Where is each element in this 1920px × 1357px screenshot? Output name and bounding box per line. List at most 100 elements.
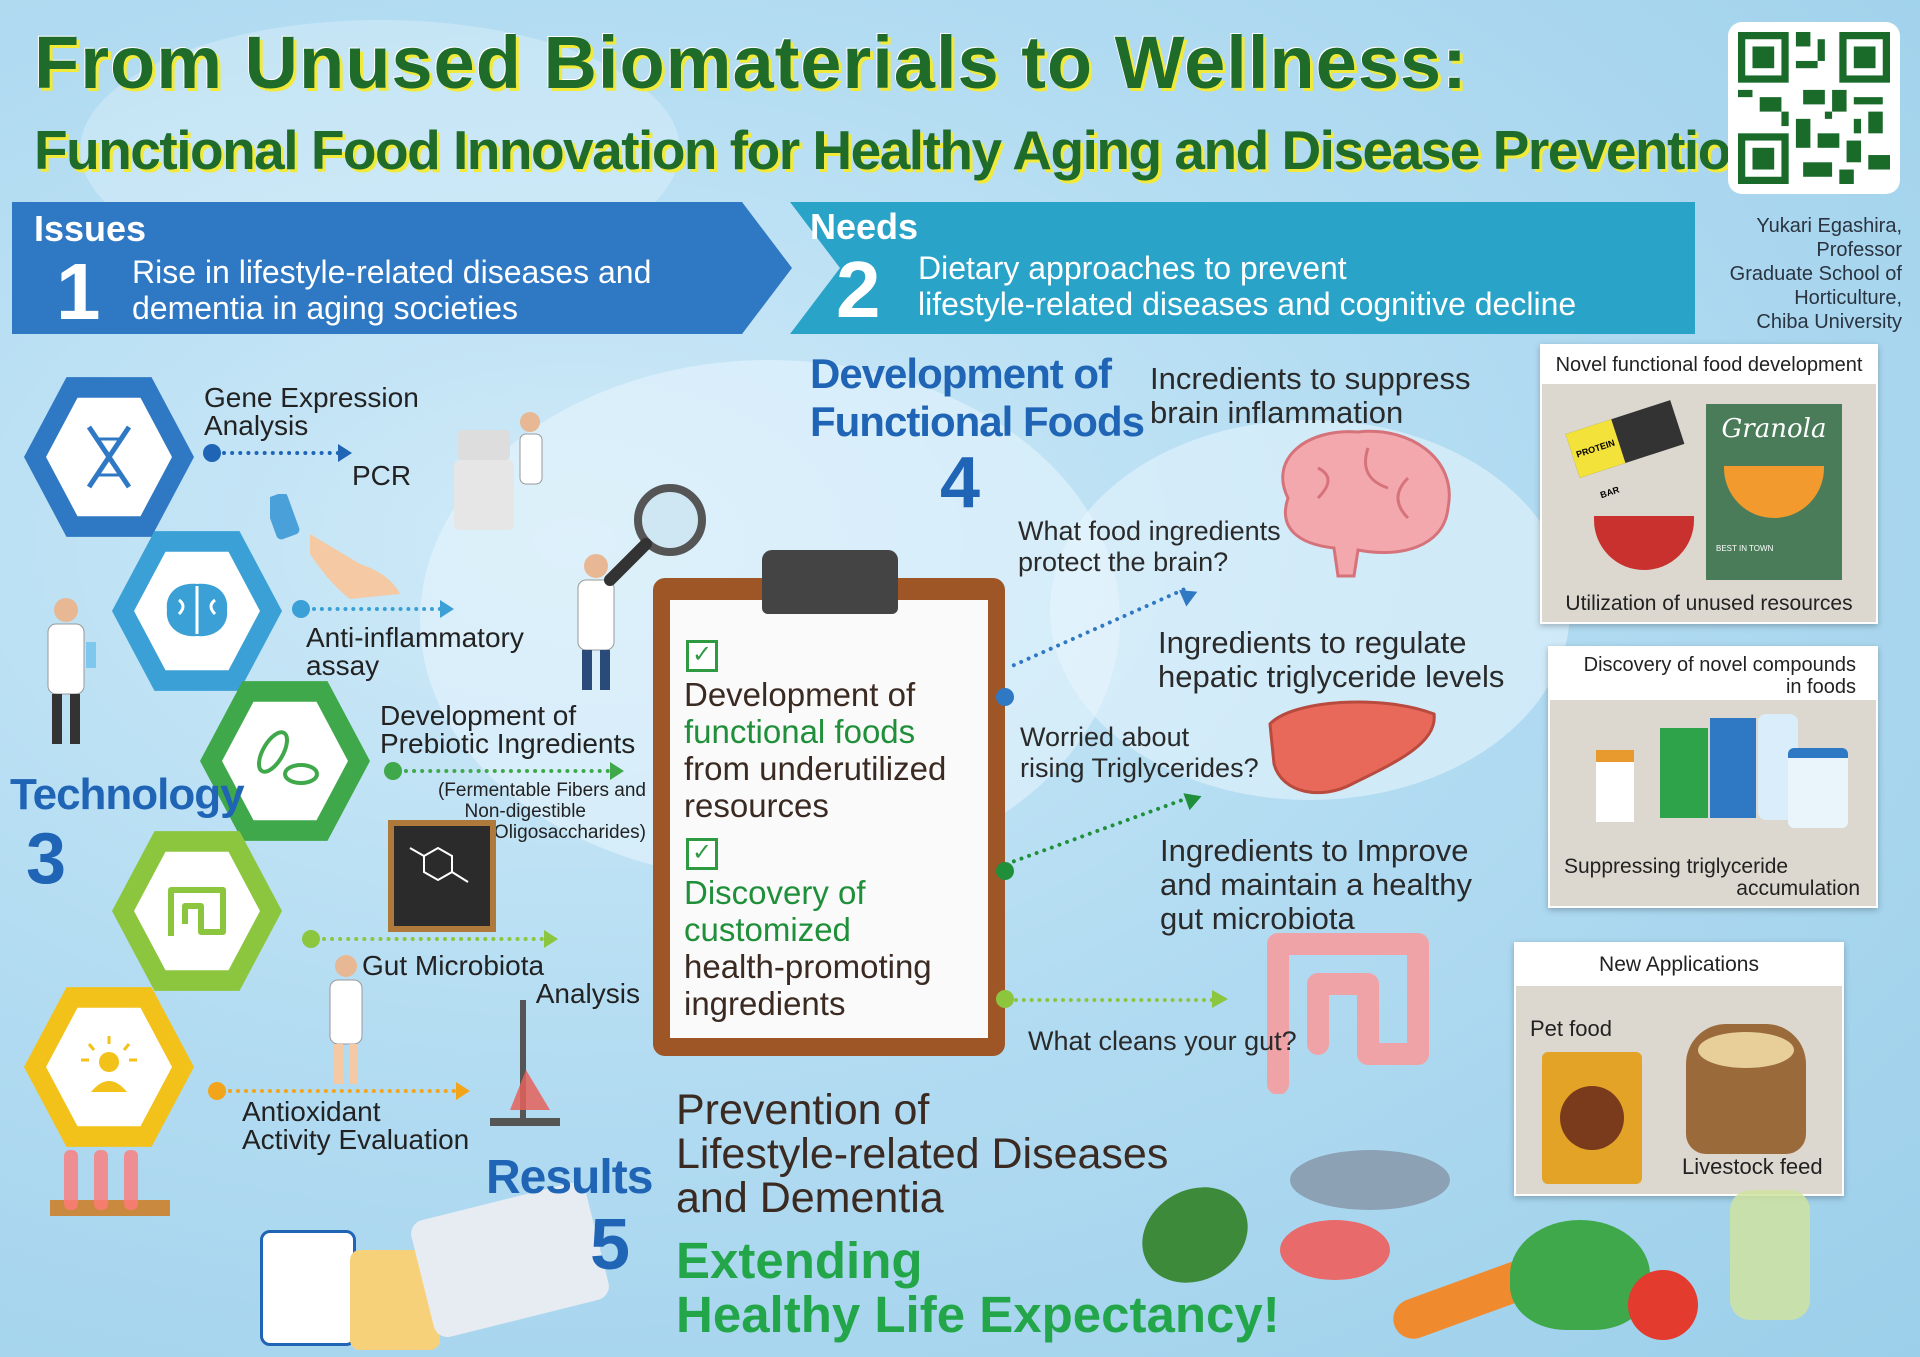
- pet-food-label: Pet food: [1530, 1016, 1612, 1041]
- clipboard-clamp: [762, 550, 898, 614]
- cereal-bowl-illustration: [1594, 516, 1694, 570]
- brain-question: What food ingredients protect the brain?: [1018, 516, 1281, 578]
- connector-line: [222, 451, 340, 455]
- poster-title: From Unused Biomaterials to Wellness:: [34, 21, 1468, 104]
- needs-text: Dietary approaches to prevent lifestyle-…: [918, 250, 1576, 322]
- development-heading: Development of Functional Foods: [810, 350, 1145, 446]
- prebiotic-note: (Fermentable Fibers and Non-digestible O…: [400, 780, 646, 843]
- liver-question-line2: rising Triglycerides?: [1020, 753, 1259, 783]
- prebiotic-note-line1: (Fermentable Fibers and: [437, 780, 646, 801]
- gene-expression-label: Gene Expression Analysis: [204, 384, 419, 440]
- panel-2-heading: Discovery of novel compounds in foods: [1550, 648, 1876, 700]
- chalkboard-illustration: [388, 820, 496, 932]
- needs-label: Needs: [810, 206, 919, 247]
- panel-1-footer: Utilization of unused resources: [1565, 592, 1853, 615]
- clipboard-paper: [670, 600, 988, 1038]
- panel-new-applications: New Applications Pet food Livestock feed: [1514, 942, 1844, 1196]
- prebiotic-note-line3: Oligosaccharides): [493, 822, 646, 843]
- prebiotic-note-line2: Non-digestible: [464, 801, 586, 822]
- clipboard-item-1-line1: Development of: [684, 676, 916, 713]
- dna-icon: [86, 425, 132, 489]
- clipboard-item-1-line4: resources: [684, 787, 829, 824]
- person-sun-icon: [81, 1036, 137, 1092]
- connector-dot: [996, 862, 1014, 880]
- results-line2: Lifestyle-related Diseases: [676, 1130, 1169, 1178]
- connector-arrow-icon: [610, 762, 624, 780]
- liver-target-line1: Ingredients to regulate: [1158, 625, 1467, 660]
- feed-sack-illustration: [1686, 1024, 1806, 1154]
- author-affiliation-3: Chiba University: [1756, 311, 1902, 333]
- liver-target-line2: hepatic triglyceride levels: [1158, 659, 1505, 694]
- connector-dot: [384, 762, 402, 780]
- development-heading-line2: Functional Foods: [810, 398, 1145, 445]
- connector-line: [1014, 998, 1214, 1002]
- drink-carton-illustration: [1710, 718, 1756, 818]
- issues-text-line2: dementia in aging societies: [132, 290, 519, 326]
- issues-number: 1: [56, 247, 101, 336]
- results-highlight-line1: Extending: [676, 1232, 923, 1289]
- development-number: 4: [940, 443, 981, 523]
- lab-equipment-illustration: [454, 412, 543, 530]
- granola-badge: BEST IN TOWN: [1716, 544, 1774, 553]
- antioxidant-line2: Activity Evaluation: [242, 1124, 470, 1155]
- gut-question: What cleans your gut?: [1028, 1026, 1297, 1056]
- results-text: Prevention of Lifestyle-related Diseases…: [676, 1088, 1168, 1220]
- brain-icon: [166, 583, 228, 637]
- liver-question: Worried about rising Triglycerides?: [1020, 722, 1259, 784]
- pet-food-bag-illustration: [1542, 1052, 1642, 1184]
- scientist-illustration: [47, 598, 96, 744]
- clipboard-item-2-line1: Discovery of: [684, 874, 866, 911]
- clipboard-item-2-line4: ingredients: [684, 985, 846, 1022]
- connector-dot: [203, 444, 221, 462]
- gut-target-line1: Ingredients to Improve: [1160, 833, 1469, 868]
- panel-novel-compounds: Discovery of novel compounds in foods Su…: [1548, 646, 1878, 908]
- brain-illustration: [1281, 429, 1451, 578]
- gut-target-line2: and maintain a healthy: [1160, 867, 1472, 902]
- gut-microbiota-line1: Gut Microbiota: [362, 950, 545, 981]
- brain-question-line1: What food ingredients: [1018, 516, 1281, 546]
- prebiotic-line2: Prebiotic Ingredients: [380, 728, 636, 759]
- gut-microbiota-line2: Analysis: [535, 978, 640, 1009]
- antioxidant-line1: Antioxidant: [242, 1096, 381, 1127]
- hex-intestine: [112, 831, 282, 991]
- clipboard-item-1: Development of functional foods from und…: [684, 676, 946, 824]
- qr-code[interactable]: [1728, 22, 1900, 194]
- gut-target-line3: gut microbiota: [1160, 901, 1355, 936]
- prebiotic-line1: Development of: [380, 700, 577, 731]
- connector-arrow-icon: [456, 1082, 470, 1100]
- panel-2-footer: Suppressing triglyceride accumulation: [1564, 856, 1860, 900]
- connector-arrow-icon: [1212, 990, 1228, 1008]
- panel-2-heading-line1: Discovery of novel compounds: [1583, 654, 1856, 676]
- issues-text-line1: Rise in lifestyle-related diseases and: [132, 254, 652, 290]
- checkbox-checked-icon: ✓: [686, 838, 718, 870]
- medicine-bottle-illustration: [260, 1230, 356, 1346]
- connector-dot: [208, 1082, 226, 1100]
- results-line3: and Dementia: [676, 1174, 944, 1222]
- lab-flask-illustration: [490, 1000, 560, 1126]
- liver-illustration: [1268, 700, 1436, 795]
- development-heading-line1: Development of: [810, 350, 1112, 397]
- tomato-illustration: [1628, 1270, 1698, 1340]
- results-highlight: Extending Healthy Life Expectancy!: [676, 1234, 1280, 1342]
- anti-inflammatory-line2: assay: [306, 650, 380, 681]
- connector-dot: [302, 930, 320, 948]
- gene-expression-line1: Gene Expression: [204, 382, 419, 413]
- brain-target-line2: brain inflammation: [1150, 395, 1404, 430]
- clipboard-item-1-line2: functional foods: [684, 713, 916, 750]
- brain-question-line2: protect the brain?: [1018, 547, 1229, 577]
- panel-novel-functional-food: Novel functional food development PROTEI…: [1540, 344, 1878, 624]
- technology-number: 3: [26, 819, 67, 899]
- connector-dot: [996, 990, 1014, 1008]
- antioxidant-label: Antioxidant Activity Evaluation: [242, 1098, 469, 1154]
- intestine-icon: [168, 887, 226, 936]
- scientist-illustration: [577, 554, 615, 690]
- oil-bottle-illustration: [1730, 1190, 1810, 1320]
- hex-bacteria: [200, 681, 370, 841]
- salmon-illustration: [1280, 1220, 1390, 1280]
- needs-banner: [790, 202, 1695, 334]
- bacteria-icon: [257, 730, 319, 785]
- author-block: Yukari Egashira, Professor Graduate Scho…: [1730, 214, 1902, 334]
- panel-2-footer-line1: Suppressing triglyceride: [1564, 855, 1789, 878]
- issues-label: Issues: [34, 208, 147, 249]
- anti-inflammatory-line1: Anti-inflammatory: [306, 622, 524, 653]
